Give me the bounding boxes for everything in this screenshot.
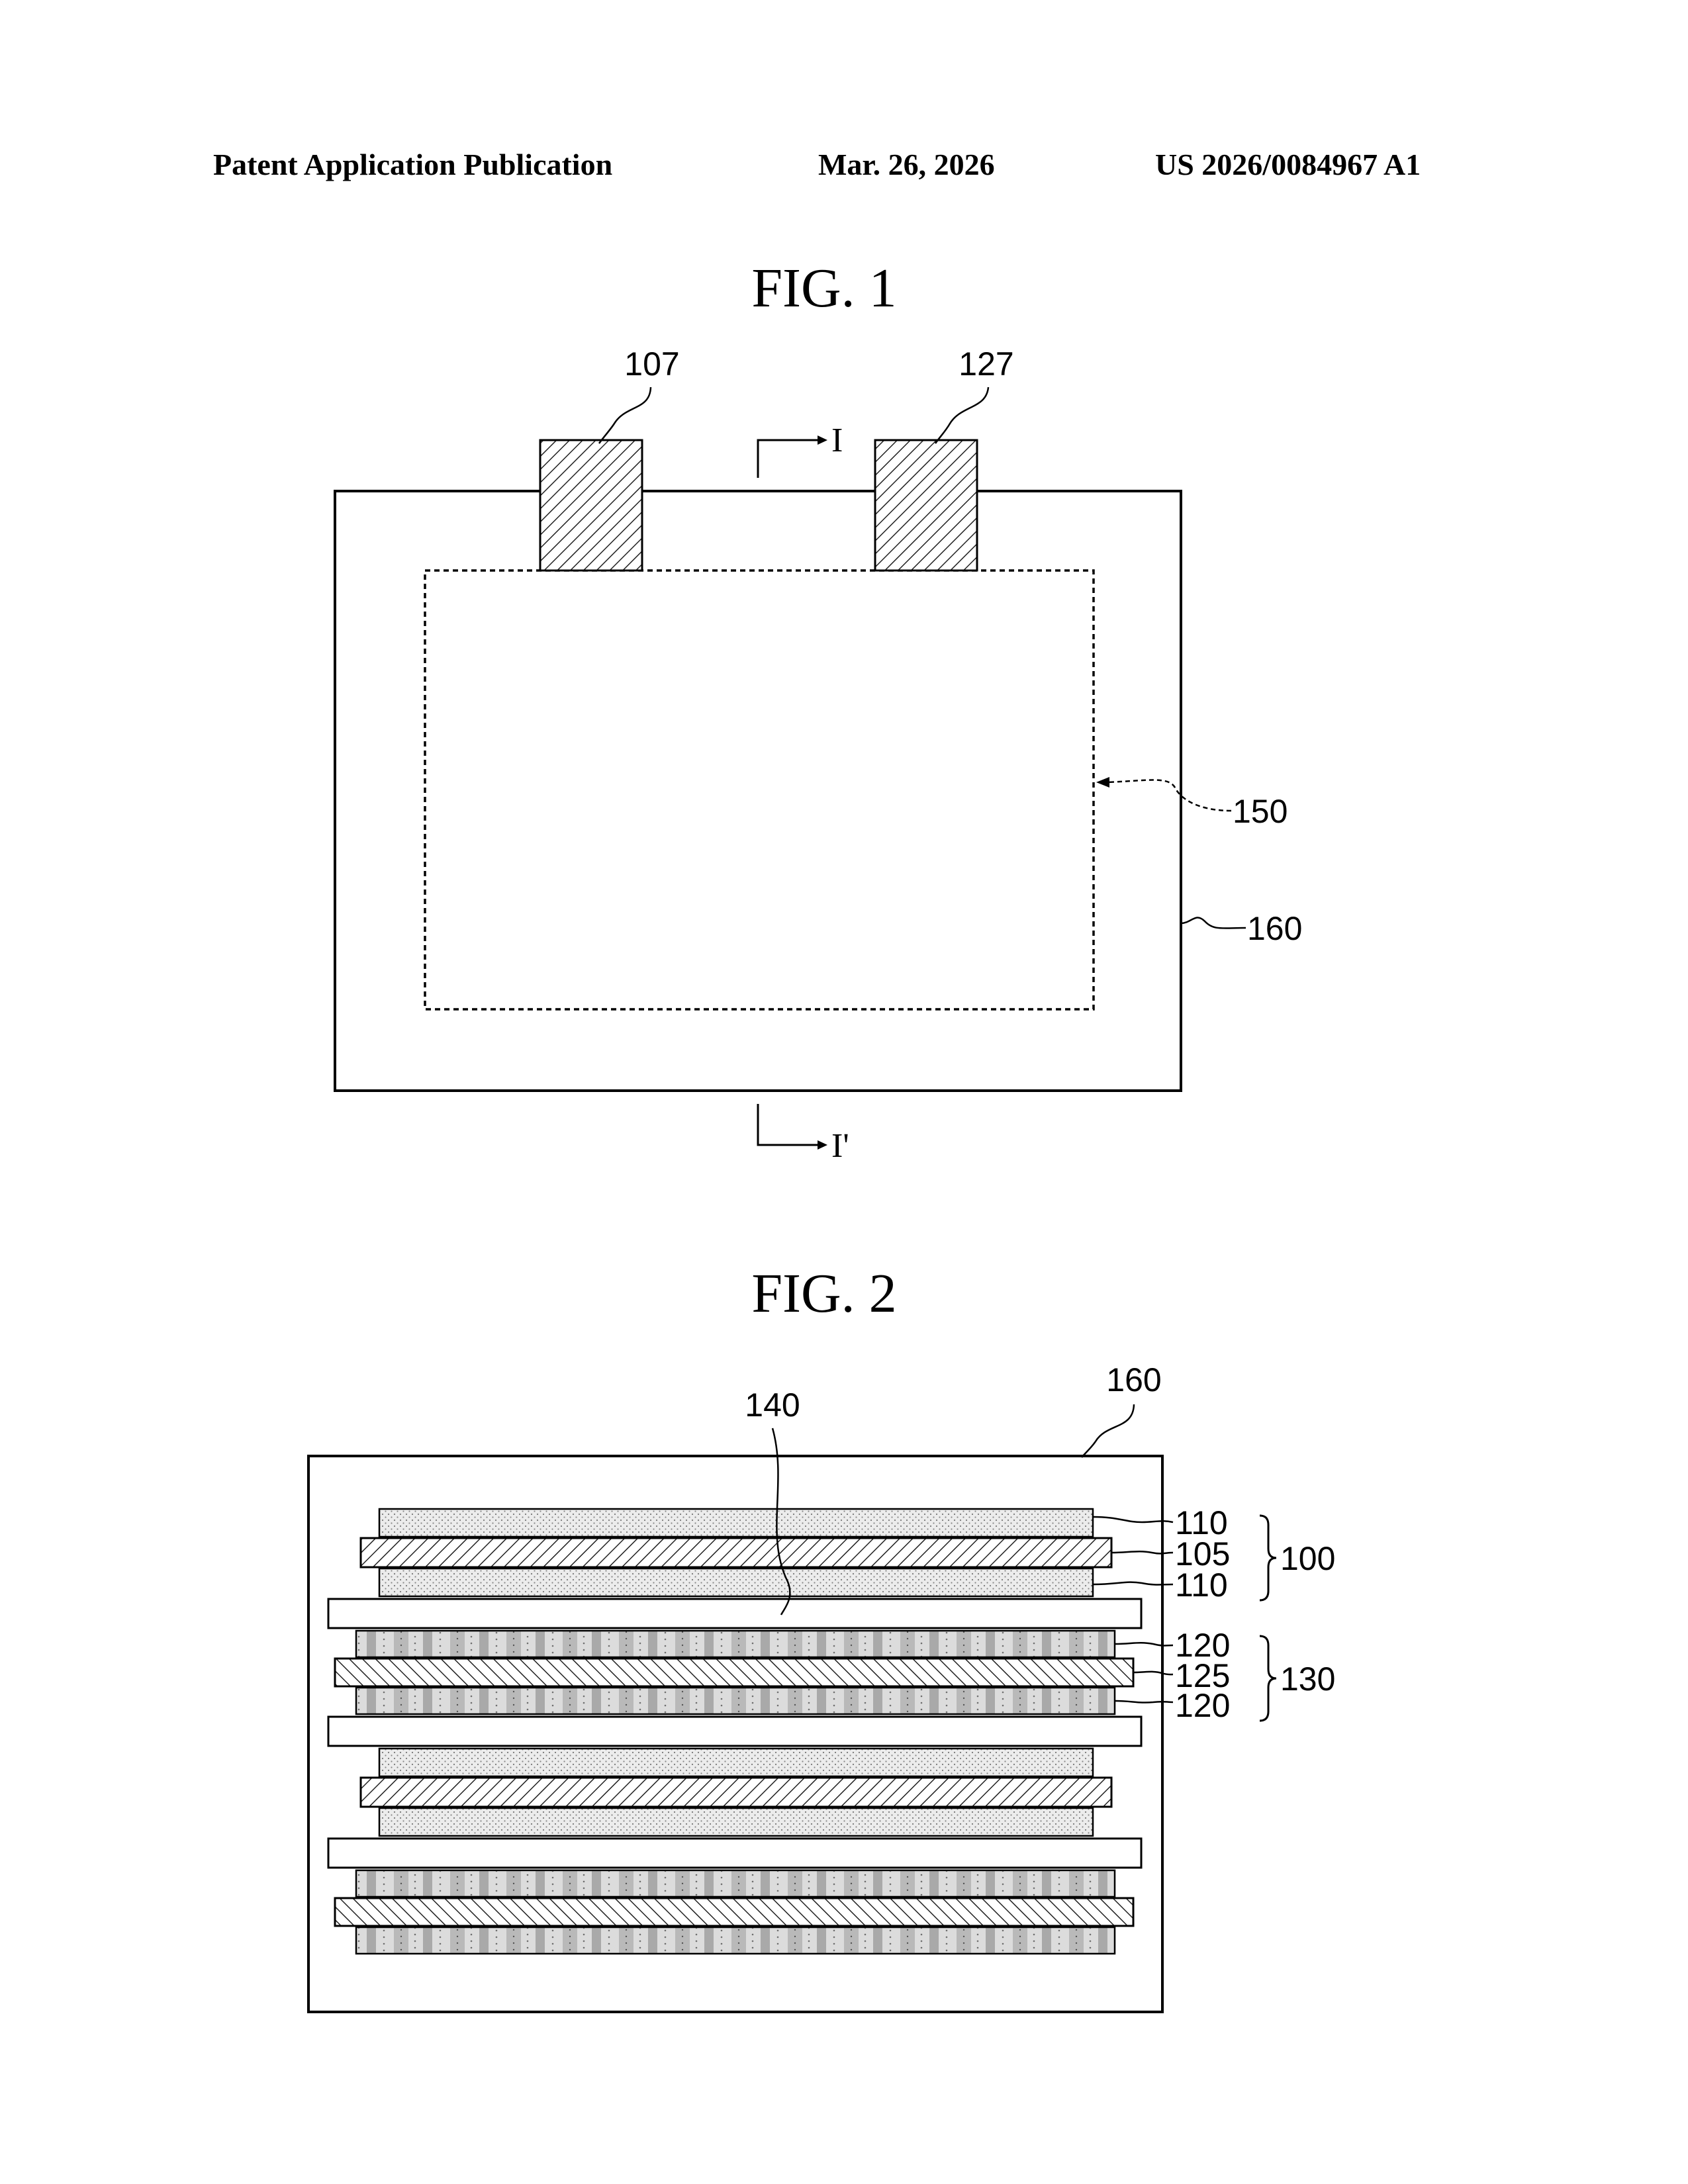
fig1-section-arrow-top: [818, 435, 827, 445]
fig2-anode-current-collector: [335, 1659, 1133, 1686]
fig1-label-107: 107: [624, 345, 679, 383]
fig1-title: FIG. 1: [751, 257, 896, 319]
fig2-cathode-current-collector: [361, 1778, 1111, 1807]
fig2-anode-active-layer: [356, 1870, 1115, 1897]
fig1-label-160: 160: [1247, 910, 1302, 947]
fig2-separator: [328, 1599, 1141, 1628]
fig2-cathode-current-collector: [361, 1538, 1111, 1567]
fig2-separator: [328, 1717, 1141, 1746]
fig2-title: FIG. 2: [751, 1263, 896, 1324]
fig2-label-110-bottom: 110: [1175, 1567, 1228, 1604]
fig2-separator: [328, 1839, 1141, 1868]
fig2-anode-active-layer: [356, 1927, 1115, 1954]
fig2-cathode-active-layer: [379, 1749, 1093, 1776]
fig2-label-130: 130: [1280, 1661, 1335, 1698]
fig1-cathode-tab: [540, 440, 642, 570]
fig1-section-line-bottom: [758, 1104, 818, 1145]
fig2-label-120-bottom: 120: [1175, 1687, 1230, 1724]
fig1-section-arrow-bottom: [818, 1140, 827, 1150]
fig2-anode-current-collector: [335, 1898, 1133, 1926]
fig2-label-140: 140: [745, 1387, 800, 1424]
fig1-leader-127: [935, 387, 988, 443]
fig1-section-label-top: I: [831, 422, 843, 459]
fig2-leader-160: [1082, 1404, 1134, 1457]
fig2-anode-active-layer: [356, 1688, 1115, 1714]
fig1-label-150: 150: [1233, 793, 1288, 830]
fig2-label-100: 100: [1280, 1540, 1335, 1577]
fig2-brace-130: [1260, 1636, 1276, 1721]
fig1-leader-107: [599, 387, 651, 443]
fig2-label-160: 160: [1106, 1361, 1161, 1398]
fig1-anode-tab: [875, 440, 977, 570]
fig2-anode-active-layer: [356, 1631, 1115, 1657]
fig1-section-line-top: [758, 440, 818, 478]
fig1-label-127: 127: [959, 345, 1013, 383]
fig1-leader-160: [1181, 917, 1246, 928]
fig1-case-outline: [335, 491, 1181, 1091]
fig2-cathode-active-layer: [379, 1509, 1093, 1537]
fig2-brace-100: [1260, 1516, 1276, 1600]
fig2-cathode-active-layer: [379, 1808, 1093, 1836]
fig1-section-label-bottom: I': [831, 1127, 849, 1165]
fig2-cathode-active-layer: [379, 1569, 1093, 1596]
